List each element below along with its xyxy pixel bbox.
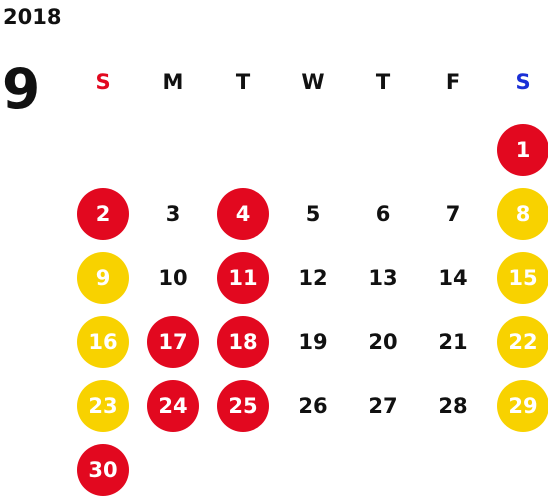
day-17: 17 — [147, 316, 199, 368]
weekday-tuesday: T — [235, 70, 251, 94]
day-cell: 11 — [208, 246, 278, 310]
day-21: 21 — [438, 330, 468, 354]
calendar-year: 2018 — [3, 5, 62, 29]
day-20: 20 — [368, 330, 398, 354]
day-8: 8 — [497, 188, 548, 240]
day-cell: 2 — [68, 182, 138, 246]
day-18: 18 — [217, 316, 269, 368]
day-13: 13 — [368, 266, 398, 290]
day-cell: 19 — [278, 310, 348, 374]
day-27: 27 — [368, 394, 398, 418]
day-23: 23 — [77, 380, 129, 432]
day-15: 15 — [497, 252, 548, 304]
day-cell: 8 — [488, 182, 548, 246]
day-1: 1 — [497, 124, 548, 176]
day-14: 14 — [438, 266, 468, 290]
day-19: 19 — [298, 330, 328, 354]
day-cell: 18 — [208, 310, 278, 374]
day-cell: 28 — [418, 374, 488, 438]
day-cell: 27 — [348, 374, 418, 438]
day-cell: 23 — [68, 374, 138, 438]
day-cell: 13 — [348, 246, 418, 310]
weekday-sunday: S — [95, 70, 111, 94]
day-22: 22 — [497, 316, 548, 368]
day-cell: 16 — [68, 310, 138, 374]
day-3: 3 — [165, 202, 181, 226]
weekday-saturday: S — [515, 70, 531, 94]
day-10: 10 — [158, 266, 188, 290]
day-6: 6 — [375, 202, 391, 226]
day-24: 24 — [147, 380, 199, 432]
day-28: 28 — [438, 394, 468, 418]
day-cell: 7 — [418, 182, 488, 246]
weekday-monday: M — [162, 70, 184, 94]
day-30: 30 — [77, 444, 129, 496]
day-29: 29 — [497, 380, 548, 432]
day-11: 11 — [217, 252, 269, 304]
day-cell: 6 — [348, 182, 418, 246]
day-25: 25 — [217, 380, 269, 432]
day-26: 26 — [298, 394, 328, 418]
day-12: 12 — [298, 266, 328, 290]
day-cell: 17 — [138, 310, 208, 374]
day-cell: 25 — [208, 374, 278, 438]
weekday-friday: F — [445, 70, 461, 94]
day-cell: 9 — [68, 246, 138, 310]
day-cell: 29 — [488, 374, 548, 438]
day-cell: 15 — [488, 246, 548, 310]
weekday-wednesday: W — [301, 70, 325, 94]
day-2: 2 — [77, 188, 129, 240]
day-cell: 22 — [488, 310, 548, 374]
day-cell: 12 — [278, 246, 348, 310]
weekday-header-row: S M T W T F S — [68, 62, 548, 102]
day-4: 4 — [217, 188, 269, 240]
weekday-thursday: T — [375, 70, 391, 94]
day-16: 16 — [77, 316, 129, 368]
day-cell: 20 — [348, 310, 418, 374]
day-cell: 30 — [68, 438, 138, 502]
day-cell: 26 — [278, 374, 348, 438]
day-cell: 1 — [488, 118, 548, 182]
day-cell: 10 — [138, 246, 208, 310]
day-cell: 14 — [418, 246, 488, 310]
day-7: 7 — [445, 202, 461, 226]
day-cell: 21 — [418, 310, 488, 374]
day-cell: 24 — [138, 374, 208, 438]
day-cell: 5 — [278, 182, 348, 246]
calendar-month: 9 — [2, 57, 41, 121]
day-cell: 3 — [138, 182, 208, 246]
day-9: 9 — [77, 252, 129, 304]
day-cell: 4 — [208, 182, 278, 246]
day-5: 5 — [305, 202, 321, 226]
